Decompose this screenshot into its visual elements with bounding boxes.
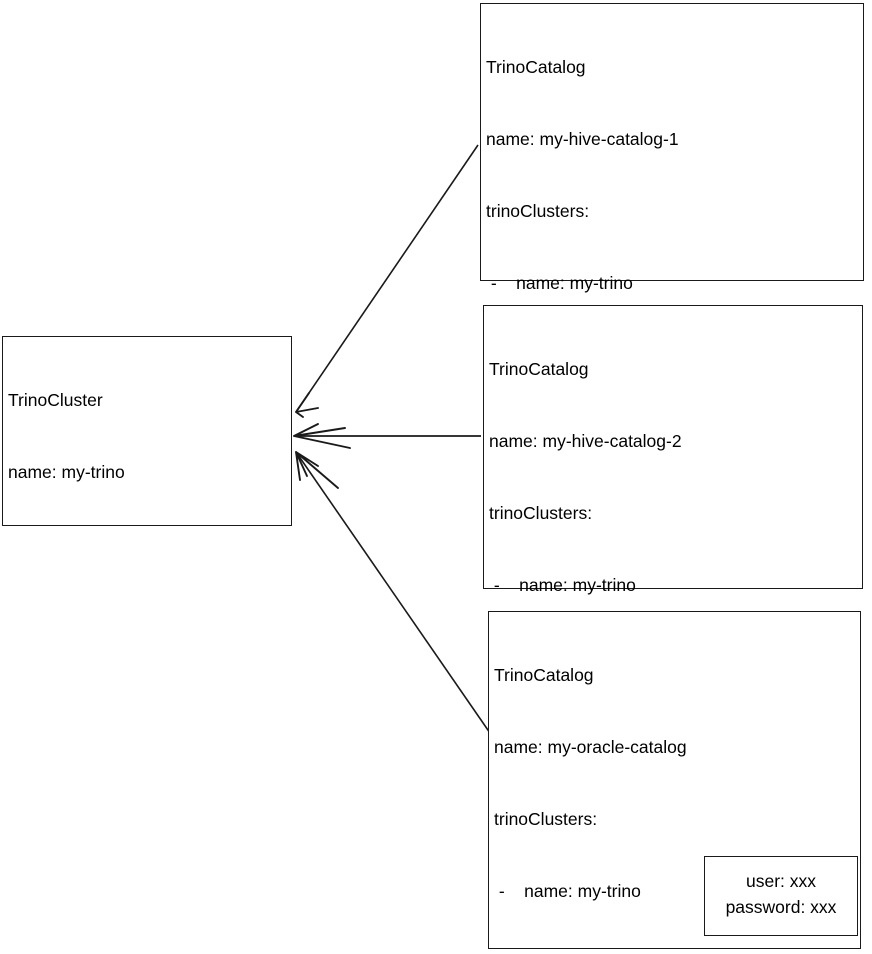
oracle-secret-line-1: password: xxx bbox=[725, 897, 837, 917]
catalog-oracle-line-1: name: my-oracle-catalog bbox=[494, 737, 687, 757]
trino-cluster-line-1: name: my-trino bbox=[8, 462, 125, 482]
catalog-oracle-line-3: - name: my-trino bbox=[494, 881, 641, 901]
catalog-hive-1-line-2: trinoClusters: bbox=[486, 201, 590, 221]
catalog-hive-2-line-2: trinoClusters: bbox=[489, 503, 593, 523]
catalog-hive-2-line-1: name: my-hive-catalog-2 bbox=[489, 431, 682, 451]
catalog-hive-2-line-3: - name: my-trino bbox=[489, 575, 636, 595]
trino-cluster-line-0: TrinoCluster bbox=[8, 390, 103, 410]
node-oracle-credentials-secret[interactable]: user: xxx password: xxx bbox=[704, 856, 858, 936]
edge-catalog-hive-1-to-cluster bbox=[295, 144, 479, 418]
node-trino-cluster[interactable]: TrinoCluster name: my-trino bbox=[2, 336, 292, 526]
catalog-hive-1-line-1: name: my-hive-catalog-1 bbox=[486, 129, 679, 149]
oracle-secret-text: user: xxx password: xxx bbox=[705, 868, 857, 920]
catalog-oracle-line-0: TrinoCatalog bbox=[494, 665, 594, 685]
catalog-hive-1-line-3: - name: my-trino bbox=[486, 273, 633, 293]
edge-catalog-oracle-to-cluster bbox=[295, 451, 491, 734]
oracle-secret-line-0: user: xxx bbox=[745, 871, 817, 891]
node-catalog-hive-1[interactable]: TrinoCatalog name: my-hive-catalog-1 tri… bbox=[480, 3, 864, 653]
catalog-hive-1-line-0: TrinoCatalog bbox=[486, 57, 586, 77]
catalog-hive-2-line-0: TrinoCatalog bbox=[489, 359, 589, 379]
catalog-oracle-line-2: trinoClusters: bbox=[494, 809, 598, 829]
edge-catalog-hive-2-to-cluster bbox=[293, 423, 481, 449]
node-catalog-oracle[interactable]: TrinoCatalog name: my-oracle-catalog tri… bbox=[488, 611, 861, 954]
node-catalog-hive-2[interactable]: TrinoCatalog name: my-hive-catalog-2 tri… bbox=[483, 305, 863, 883]
catalog-oracle-yaml: TrinoCatalog name: my-oracle-catalog tri… bbox=[494, 615, 858, 954]
trino-cluster-yaml: TrinoCluster name: my-trino bbox=[8, 340, 289, 532]
